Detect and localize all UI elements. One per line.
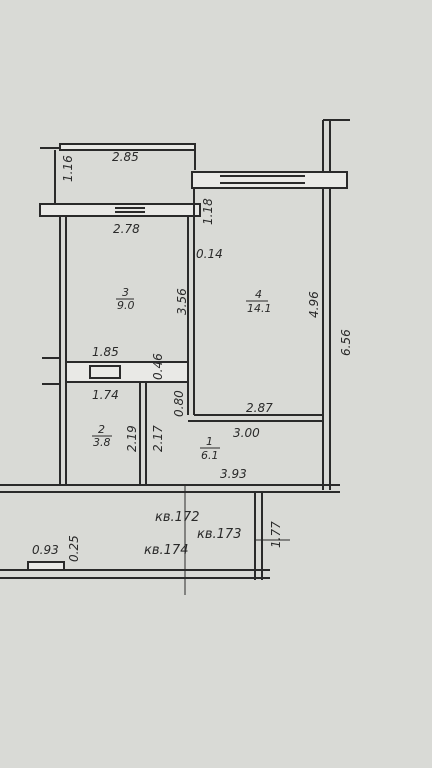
dim-hall-upper: 3.00 [233, 426, 260, 440]
dim-room4-width: 2.87 [246, 401, 273, 415]
dimension-labels: 2.85 1.16 2.78 3.56 1.18 0.14 4.96 6.56 … [32, 150, 353, 562]
dim-room2-width: 1.74 [92, 388, 119, 402]
walls [0, 119, 350, 595]
dim-corridor-extra: 1.77 [269, 521, 283, 548]
niche [27, 561, 65, 571]
unit-label-174: кв.174 [144, 543, 188, 558]
room-area: 14.1 [247, 302, 272, 315]
dim-wall-046: 0.46 [151, 353, 165, 380]
room-number: 3 [122, 286, 129, 299]
wall-top-right [191, 171, 348, 189]
room-area: 3.8 [93, 436, 111, 449]
dim-hall-lower: 3.93 [220, 467, 247, 481]
dim-room4-gap: 0.14 [196, 247, 223, 261]
dim-room2-top: 1.85 [92, 345, 119, 359]
dim-balcony-width: 2.85 [112, 150, 139, 164]
dim-niche-width: 0.93 [32, 543, 59, 557]
room-area: 6.1 [201, 449, 219, 462]
dim-niche-depth: 0.25 [67, 535, 81, 562]
dim-room3-width: 2.78 [113, 222, 140, 236]
unit-labels: кв.172 кв.173 кв.174 [144, 510, 241, 558]
room-number: 1 [206, 435, 213, 448]
unit-label-173: кв.173 [197, 527, 241, 542]
room-number: 2 [98, 423, 105, 436]
dim-room4-offset: 1.18 [201, 198, 215, 225]
closet-strip [65, 361, 189, 383]
room-labels: 3 9.0 4 14.1 2 3.8 1 6.1 [92, 286, 272, 462]
wall-top-left [39, 203, 201, 217]
room-area: 9.0 [117, 299, 135, 312]
unit-label-172: кв.172 [155, 510, 199, 525]
dim-wall-080: 0.80 [172, 390, 186, 417]
room-number: 4 [255, 288, 262, 301]
dim-room2-depth: 2.19 [125, 425, 139, 452]
dim-total-depth: 6.56 [339, 329, 353, 356]
dim-hall-depth: 2.17 [151, 425, 165, 452]
dim-balcony-depth: 1.16 [61, 155, 75, 182]
dim-room4-depth: 4.96 [307, 291, 321, 318]
dim-room3-depth: 3.56 [175, 288, 189, 315]
